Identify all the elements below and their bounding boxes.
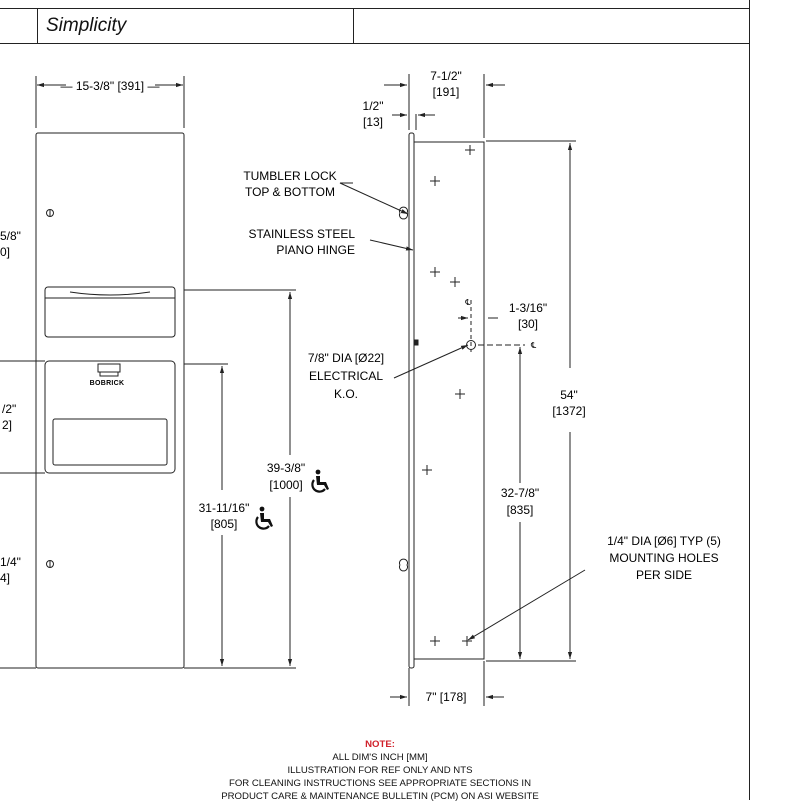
flange-dim-a: 1/2" bbox=[363, 99, 384, 113]
electrical-label-a: 7/8" DIA [Ø22] bbox=[308, 351, 384, 365]
side-view bbox=[339, 74, 586, 706]
tumbler-lock-label-b: TOP & BOTTOM bbox=[245, 185, 335, 199]
tumbler-lock-label-a: TUMBLER LOCK bbox=[243, 169, 336, 183]
front-left-dim-3b: 4] bbox=[0, 571, 10, 585]
flange-dim-b: [13] bbox=[363, 115, 383, 129]
front-left-dim-3a: 1/4" bbox=[0, 555, 21, 569]
top-lock-icon bbox=[46, 209, 54, 217]
electrical-label-b: ELECTRICAL bbox=[309, 369, 383, 383]
overall-height-dim-a: 54" bbox=[560, 388, 578, 402]
side-depth-dim-b: [191] bbox=[433, 85, 460, 99]
front-width-dim: — 15-3/8" [391] — bbox=[61, 79, 160, 93]
mounting-hole-marks bbox=[422, 145, 475, 646]
ko-offset-dim-b: [30] bbox=[518, 317, 538, 331]
side-depth-dim-a: 7-1/2" bbox=[430, 69, 462, 83]
sheet-right-border bbox=[749, 0, 750, 800]
bottom-lock-icon bbox=[46, 560, 54, 568]
towel-dispenser bbox=[44, 286, 296, 338]
towel-height-dim-a: 39-3/8" bbox=[267, 461, 305, 475]
mounting-holes-label-a: 1/4" DIA [Ø6] TYP (5) bbox=[607, 534, 721, 548]
ko-height-dim-a: 32-7/8" bbox=[501, 486, 539, 500]
front-left-dim-1b: 0] bbox=[0, 245, 10, 259]
accessibility-icon-2 bbox=[255, 506, 273, 530]
note-line-2: ILLUSTRATION FOR REF ONLY AND NTS bbox=[287, 765, 473, 776]
hinge-label-a: STAINLESS STEEL bbox=[249, 227, 356, 241]
electrical-label-c: K.O. bbox=[334, 387, 358, 401]
hinge-label-b: PIANO HINGE bbox=[276, 243, 355, 257]
product-name: Simplicity bbox=[46, 15, 127, 36]
bottom-depth-dim: 7" [178] bbox=[426, 690, 467, 704]
title-block-row: Simplicity bbox=[0, 8, 749, 44]
centerline-mark-top: ℄ bbox=[464, 298, 471, 307]
cabinet-outline bbox=[35, 132, 185, 669]
tumbler-knob-bottom bbox=[399, 558, 408, 572]
waste-receptacle bbox=[0, 360, 228, 474]
door-flange bbox=[408, 132, 415, 669]
note-line-3: FOR CLEANING INSTRUCTIONS SEE APPROPRIAT… bbox=[228, 778, 532, 789]
mounting-holes-label-b: MOUNTING HOLES bbox=[609, 551, 718, 565]
front-left-dim-1a: 5/8" bbox=[0, 229, 21, 243]
waste-bin-brand: BOBRICK bbox=[90, 380, 125, 387]
mounting-holes-label-c: PER SIDE bbox=[636, 568, 692, 582]
front-left-dim-2a: /2" bbox=[2, 402, 16, 416]
blank-cell bbox=[353, 9, 750, 43]
ko-height-dim-b: [835] bbox=[507, 503, 534, 517]
towel-height-dim-b: [1000] bbox=[269, 478, 302, 492]
overall-height-dim-b: [1372] bbox=[552, 404, 585, 418]
dispenser-height-dim-a: 31-11/16" bbox=[199, 501, 250, 515]
product-cell: Simplicity bbox=[37, 9, 354, 43]
note-title: NOTE: bbox=[365, 739, 395, 750]
centerline-mark-right: ℄ bbox=[530, 341, 537, 350]
dispenser-height-dim-b: [805] bbox=[211, 517, 238, 531]
note-line-4: PRODUCT CARE & MAINTENANCE BULLETIN (PCM… bbox=[221, 791, 539, 802]
front-view bbox=[0, 76, 296, 669]
front-left-dim-2b: 2] bbox=[2, 418, 12, 432]
accessibility-icon bbox=[311, 469, 329, 493]
cabinet-body bbox=[413, 141, 485, 660]
ko-offset-dim-a: 1-3/16" bbox=[509, 301, 547, 315]
note-line-1: ALL DIM'S INCH [MM] bbox=[332, 752, 428, 763]
